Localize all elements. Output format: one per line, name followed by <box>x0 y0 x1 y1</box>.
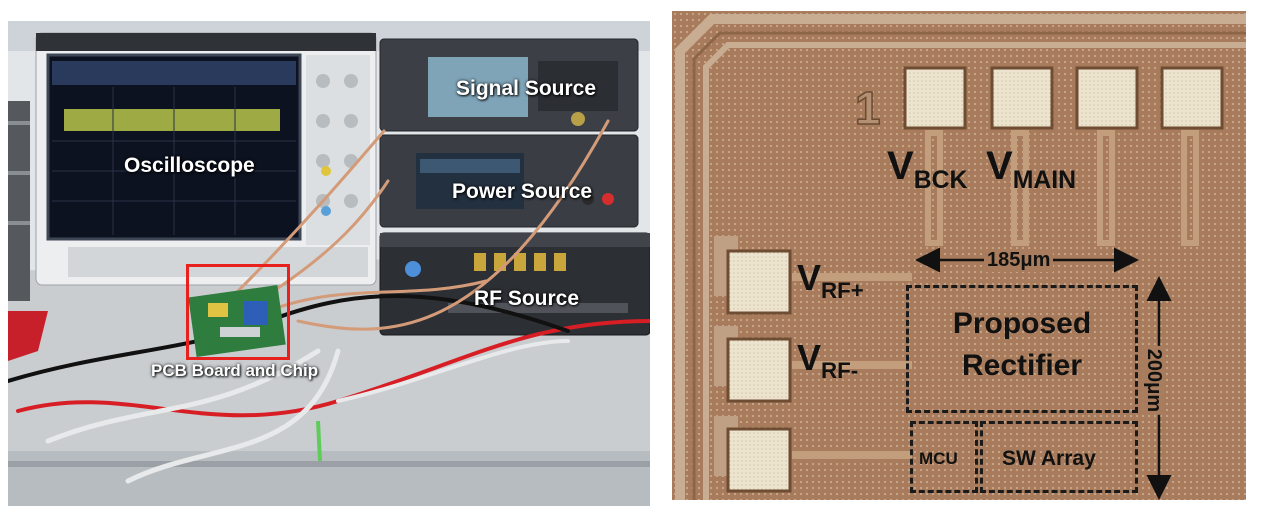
pcb-highlight-box <box>186 264 290 360</box>
v-main-main: V <box>986 144 1013 188</box>
v-rf-minus-sub: RF- <box>821 358 859 384</box>
v-bck-main: V <box>887 144 914 188</box>
chip-micrograph: 1 VBCK VMAIN VRF+ VRF- 185μm 200μm Propo… <box>672 11 1246 500</box>
width-dimension-label: 185μm <box>984 249 1054 272</box>
oscilloscope-label: Oscilloscope <box>124 154 255 177</box>
v-bck-sub: BCK <box>913 167 968 195</box>
v-bck-label: VBCK <box>887 144 967 194</box>
v-rf-plus-label: VRF+ <box>797 257 864 303</box>
rectifier-block <box>906 285 1138 413</box>
v-main-sub: MAIN <box>1012 167 1077 195</box>
sw-array-block <box>980 421 1138 493</box>
lab-setup-illustration <box>8 21 650 506</box>
pcb-board-label: PCB Board and Chip <box>151 361 319 380</box>
lab-setup-photo: Oscilloscope Signal Source Power Source … <box>8 21 650 506</box>
v-rf-minus-label: VRF- <box>797 337 858 383</box>
mcu-label: MCU <box>919 449 958 468</box>
height-dimension-label: 200μm <box>1142 345 1166 416</box>
power-source-label: Power Source <box>452 180 593 203</box>
signal-source-label: Signal Source <box>456 77 597 100</box>
v-rf-plus-sub: RF+ <box>821 278 864 304</box>
v-rf-plus-main: V <box>797 257 822 298</box>
sw-array-label: SW Array <box>1002 447 1096 470</box>
rectifier-label-line1: Proposed <box>952 307 1092 340</box>
v-main-label: VMAIN <box>986 144 1076 194</box>
v-rf-minus-main: V <box>797 337 822 378</box>
rectifier-label-line2: Rectifier <box>961 349 1083 382</box>
rf-source-label: RF Source <box>474 287 580 310</box>
pin-one-marker: 1 <box>855 82 881 134</box>
mcu-block <box>910 421 978 493</box>
